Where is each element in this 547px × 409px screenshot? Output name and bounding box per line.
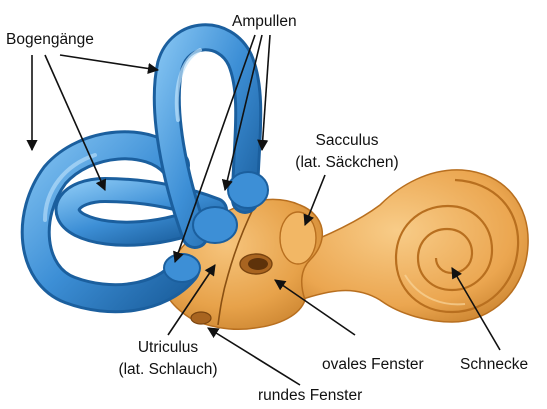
label-sacculus: Sacculus bbox=[316, 132, 379, 149]
label-utriculus-latin: (lat. Schlauch) bbox=[118, 361, 217, 378]
arrow-rundes-fenster bbox=[208, 328, 300, 385]
arrow-bogengaenge-3 bbox=[60, 55, 158, 70]
label-schnecke: Schnecke bbox=[460, 356, 528, 373]
label-ampullen: Ampullen bbox=[232, 13, 297, 30]
label-rundes-fenster: rundes Fenster bbox=[258, 387, 362, 404]
round-window bbox=[191, 312, 211, 324]
arrow-ampullen-3 bbox=[262, 35, 270, 150]
oval-window bbox=[240, 254, 272, 274]
label-utriculus: Utriculus bbox=[138, 339, 199, 356]
label-ovales-fenster: ovales Fenster bbox=[322, 356, 424, 373]
label-sacculus-latin: (lat. Säckchen) bbox=[295, 154, 398, 171]
cochlea bbox=[290, 170, 528, 322]
label-bogengaenge: Bogengänge bbox=[6, 31, 94, 48]
sacculus bbox=[280, 212, 316, 264]
